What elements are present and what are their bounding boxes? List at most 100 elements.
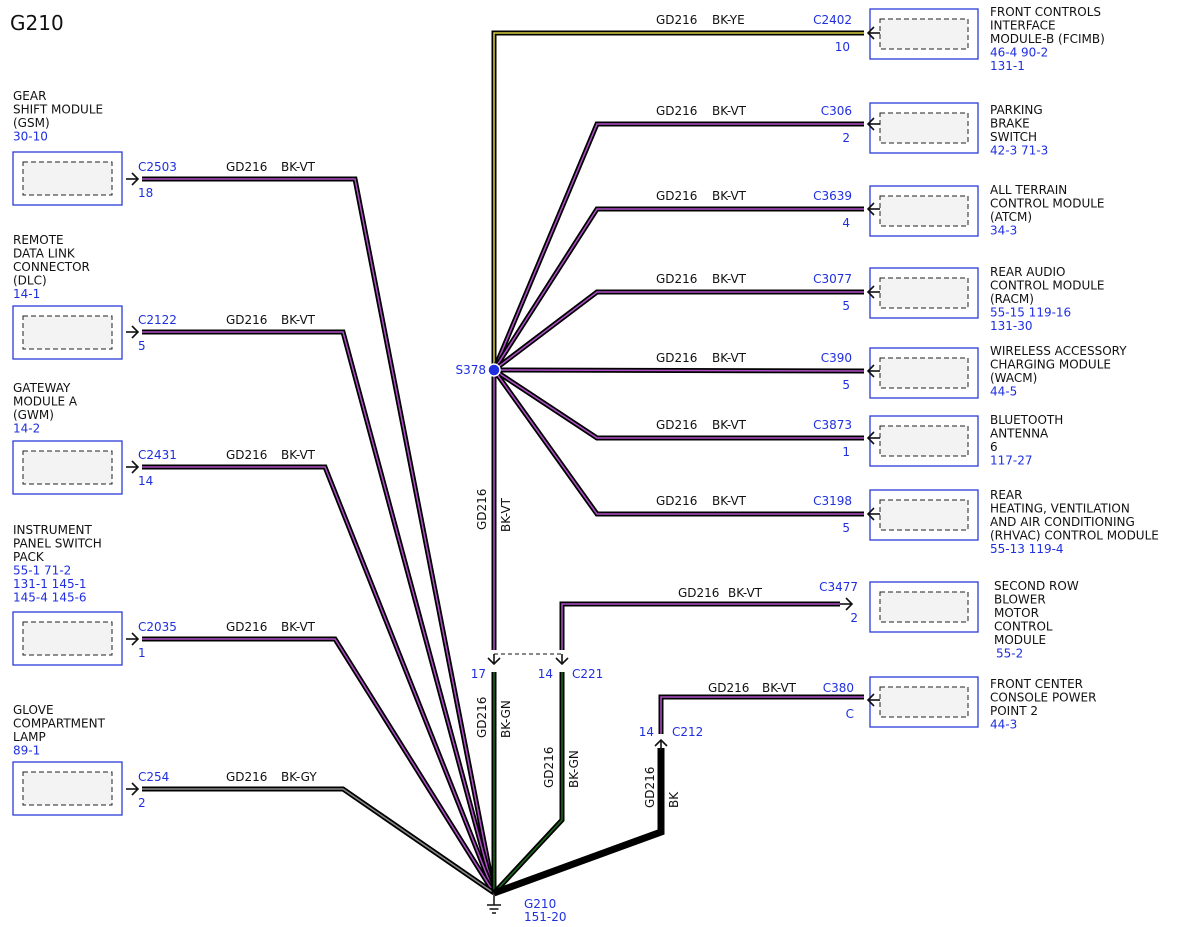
circuit-label-vertical: GD216 [643,767,657,808]
component-name-line: BLOWER [994,593,1046,607]
c221-right-arrow-head [555,657,569,666]
component-ref: 55-15 119-16 [990,306,1071,320]
ground-ref: 151-20 [524,910,567,924]
component-ref: 145-4 145-6 [13,591,87,605]
wire-color-label: BK-YE [712,13,745,27]
component-name-line: CONTROL MODULE [990,279,1105,293]
wire-c3639-tracer [493,208,864,371]
component-name-line: GATEWAY [13,381,71,395]
component-box-c3077-inner [879,277,969,309]
wire-c3477 [559,601,840,650]
component-box-c380-inner [879,686,969,718]
pin-label: 5 [842,299,850,313]
connector-arrow-c3873-head [866,431,875,445]
circuit-label: GD216 [226,770,267,784]
wire-c2035-tracer [142,638,495,894]
component-ref: 55-13 119-4 [990,542,1064,556]
component-ref: 131-30 [990,319,1033,333]
wire-c3198-tracer [493,369,864,515]
pin-label: 2 [850,611,858,625]
component-ref: 117-27 [990,454,1033,468]
wire-color-label: BK-VT [712,189,747,203]
component-ref: 131-1 [990,59,1025,73]
component-name-line: INTERFACE [990,19,1056,33]
component-name-line: MODULE-B (FCIMB) [990,32,1105,46]
splice-node [487,363,501,377]
component-name-line: INSTRUMENT [13,523,92,537]
circuit-label: GD216 [226,448,267,462]
component-name-line: ALL TERRAIN [990,183,1067,197]
connector-arrow-c2431-head [131,460,140,474]
component-name-line: REMOTE [13,233,64,247]
component-box-c3873-inner [879,425,969,457]
circuit-label: GD216 [226,160,267,174]
component-name-line: BRAKE [990,117,1030,131]
c212-arrow-head [654,738,668,747]
wires-layer [142,30,865,897]
connector-arrow-c2402-head [866,26,875,40]
connector-label: C2402 [813,13,852,27]
component-name-line: (DLC) [13,274,47,288]
component-ref: 44-5 [990,385,1017,399]
connector-arrow-c390-head [866,364,875,378]
connector-arrow-c2503-head [131,172,140,186]
component-name-line: MODULE [994,633,1046,647]
connector-label: C221 [572,667,603,681]
connector-label: C306 [821,104,852,118]
component-name-line: ANTENNA [990,427,1049,441]
component-name-line: REAR [990,488,1022,502]
component-name-line: (GWM) [13,408,54,422]
component-name-line: PARKING [990,103,1043,117]
connector-label: C2431 [138,448,177,462]
circuit-label: GD216 [656,272,697,286]
wire-c212-ground [492,748,665,897]
connector-label: C3873 [813,418,852,432]
connector-arrow-c3477-head [845,597,854,611]
wire-c3477-tracer [561,603,840,650]
pin-label: 10 [835,40,850,54]
wire-c306 [491,121,864,371]
component-name-line: CONNECTOR [13,260,90,274]
component-name-line: CONTROL MODULE [990,197,1105,211]
component-name-line: CHARGING MODULE [990,358,1111,372]
component-box-c390-inner [879,357,969,389]
wire-color-label: BK-VT [712,418,747,432]
component-name-line: (RACM) [990,292,1034,306]
component-name-line: PACK [13,550,45,564]
connector-arrow-c306-head [866,117,875,131]
wire-color-label: BK-VT [281,160,316,174]
c221-left-arrow-head [487,657,501,666]
component-name-line: (ATCM) [990,210,1032,224]
component-name-line: PANEL SWITCH [13,537,102,551]
wire-color-label-vertical: BK-GN [567,750,581,788]
circuit-label: GD216 [656,189,697,203]
wire-c380-tracer [660,696,864,734]
wire-c2431-tracer [142,466,495,894]
component-ref: 42-3 71-3 [990,144,1048,158]
connector-label: C390 [821,351,852,365]
component-name-line: COMPARTMENT [13,717,106,731]
component-ref: 89-1 [13,744,40,758]
component-box-c3639-inner [879,195,969,227]
connector-label: C3198 [813,494,852,508]
connector-label: C380 [823,681,854,695]
pin-label: 14 [538,667,553,681]
circuit-label: GD216 [678,586,719,600]
connector-label: C212 [672,725,703,739]
component-ref: 44-3 [990,718,1017,732]
wire-color-label: BK-VT [712,104,747,118]
component-ref: 30-10 [13,130,48,144]
component-name-line: BLUETOOTH [990,413,1063,427]
connector-arrow-c254-head [131,782,140,796]
component-name-line: LAMP [13,730,46,744]
component-ref: 14-2 [13,422,40,436]
pin-label: 18 [138,186,153,200]
pin-label: 14 [639,725,654,739]
circuit-label: GD216 [656,351,697,365]
component-box-c306-inner [879,112,969,144]
wire-color-label: BK-VT [281,313,316,327]
component-name-line: SECOND ROW [994,579,1079,593]
component-ref: 55-1 71-2 [13,564,71,578]
